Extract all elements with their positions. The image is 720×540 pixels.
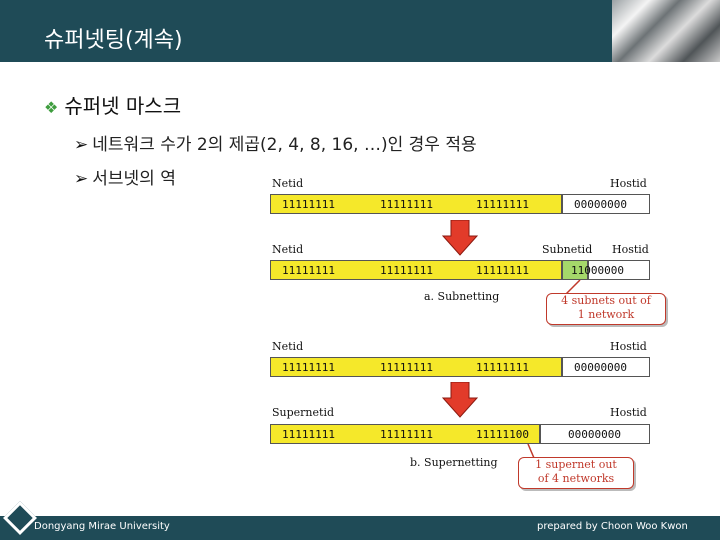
octet: 11111111 bbox=[380, 361, 433, 374]
octet: 11111111 bbox=[282, 264, 335, 277]
callout-line: of 4 networks bbox=[519, 472, 633, 486]
arrow-bullet-icon: ➢ bbox=[74, 169, 88, 189]
arrow-bullet-icon: ➢ bbox=[74, 135, 88, 155]
caption-b: b. Supernetting bbox=[410, 456, 498, 469]
callout-line: 1 network bbox=[547, 308, 665, 322]
hostid-label: Hostid bbox=[610, 340, 647, 353]
netid-label: Netid bbox=[272, 177, 303, 190]
octet: 11111111 bbox=[380, 428, 433, 441]
octet: 00000000 bbox=[574, 361, 627, 374]
hostid-label: Hostid bbox=[612, 243, 649, 256]
octet: 11111111 bbox=[282, 361, 335, 374]
page-title: 슈퍼넷팅(계속) bbox=[44, 22, 183, 54]
sub-bullet-2: ➢서브넷의 역 bbox=[74, 164, 176, 189]
octet: 11000000 bbox=[571, 264, 624, 277]
octet: 11111111 bbox=[476, 264, 529, 277]
main-bullet: ❖ 슈퍼넷 마스크 bbox=[44, 90, 181, 119]
main-bullet-text: 슈퍼넷 마스크 bbox=[64, 94, 181, 118]
subnet-supernet-figure bbox=[262, 168, 669, 498]
sub-bullet-text: 서브넷의 역 bbox=[92, 169, 176, 189]
octet: 11111111 bbox=[380, 264, 433, 277]
netid-label: Netid bbox=[272, 243, 303, 256]
octet: 00000000 bbox=[574, 198, 627, 211]
sub-bullet-text: 네트워크 수가 2의 제곱(2, 4, 8, 16, …)인 경우 적용 bbox=[92, 135, 476, 155]
subnetid-label: Subnetid bbox=[542, 243, 592, 256]
callout-line: 4 subnets out of bbox=[547, 294, 665, 308]
hostid-label: Hostid bbox=[610, 406, 647, 419]
diamond-bullet-icon: ❖ bbox=[44, 98, 58, 117]
red-down-arrow-icon bbox=[442, 382, 478, 418]
caption-a: a. Subnetting bbox=[424, 290, 499, 303]
header-decoration-image bbox=[612, 0, 720, 62]
octet: 11111100 bbox=[476, 428, 529, 441]
footer-author: prepared by Choon Woo Kwon bbox=[537, 521, 688, 532]
octet: 11111111 bbox=[282, 428, 335, 441]
octet: 00000000 bbox=[568, 428, 621, 441]
octet: 11111111 bbox=[282, 198, 335, 211]
hostid-label: Hostid bbox=[610, 177, 647, 190]
title-bar: 슈퍼넷팅(계속) bbox=[0, 0, 720, 62]
sub-bullet-1: ➢네트워크 수가 2의 제곱(2, 4, 8, 16, …)인 경우 적용 bbox=[74, 130, 477, 155]
red-down-arrow-icon bbox=[442, 220, 478, 256]
callout-b: 1 supernet out of 4 networks bbox=[518, 457, 634, 489]
octet: 11111111 bbox=[380, 198, 433, 211]
netid-label: Netid bbox=[272, 340, 303, 353]
octet: 11111111 bbox=[476, 198, 529, 211]
callout-a: 4 subnets out of 1 network bbox=[546, 293, 666, 325]
supernetid-label: Supernetid bbox=[272, 406, 334, 419]
callout-line: 1 supernet out bbox=[519, 458, 633, 472]
footer-university: Dongyang Mirae University bbox=[34, 521, 170, 532]
octet: 11111111 bbox=[476, 361, 529, 374]
